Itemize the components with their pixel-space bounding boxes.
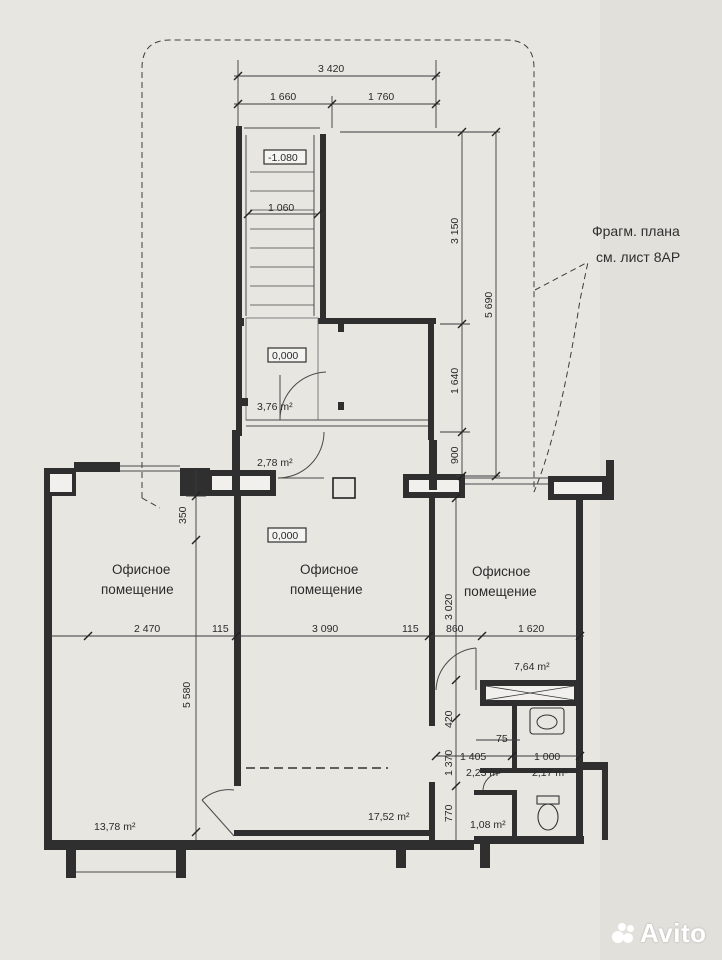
- avito-watermark: Avito: [612, 918, 707, 949]
- dim-right-office-height: 3 020: [443, 594, 455, 620]
- dim-right-lower: 900: [449, 446, 461, 464]
- area-closet: 1,08 m²: [470, 819, 506, 831]
- dim-v-75: 75: [496, 733, 508, 745]
- dim-row-2470: 2 470: [134, 623, 160, 635]
- note-line-1: Фрагм. плана: [592, 223, 680, 239]
- fragment-boundary: [141, 39, 589, 498]
- stair-block: [236, 126, 436, 479]
- dim-row-860: 860: [446, 623, 464, 635]
- dim-right-total: 5 690: [483, 292, 495, 318]
- sink-icon: [529, 707, 565, 735]
- room-label-office-right: Офисное: [472, 564, 530, 579]
- dim-right-upper: 3 150: [449, 218, 461, 244]
- dim-v-770: 770: [443, 804, 455, 822]
- area-wc: 2,17 m²: [532, 767, 568, 779]
- level-stair-top: -1.080: [268, 152, 298, 164]
- note-line-2: см. лист 8АР: [596, 249, 680, 265]
- area-office-left: 13,78 m²: [94, 821, 136, 833]
- area-vestibule: 2,78 m²: [257, 457, 293, 469]
- level-landing: 0,000: [272, 350, 298, 362]
- dim-wall-offset: 350: [177, 506, 189, 524]
- dim-row-3090: 3 090: [312, 623, 338, 635]
- dimension-ticks: [83, 71, 585, 837]
- area-office-middle: 17,52 m²: [368, 811, 410, 823]
- dim-office-height: 5 580: [181, 682, 193, 708]
- room-label-office-middle: Офисное: [300, 562, 358, 577]
- dim-top-total: 3 420: [318, 63, 344, 75]
- dim-v-1370: 1 370: [443, 750, 455, 776]
- avito-logo-icon: [612, 922, 636, 946]
- area-corridor: 2,23 m²: [466, 767, 502, 779]
- area-stair-landing: 3,76 m²: [257, 401, 293, 413]
- dim-h-1405: 1 405: [460, 751, 486, 763]
- walls: [44, 430, 614, 878]
- toilet-icon: [536, 795, 560, 831]
- level-office: 0,000: [272, 530, 298, 542]
- dim-top-left: 1 660: [270, 91, 296, 103]
- dim-row-115a: 115: [212, 623, 229, 635]
- dim-top-right: 1 760: [368, 91, 394, 103]
- avito-wordmark: Avito: [640, 918, 707, 948]
- area-office-right: 7,64 m²: [514, 661, 550, 673]
- room-label-office-right-2: помещение: [464, 584, 537, 599]
- dim-v-420: 420: [443, 710, 455, 728]
- dim-h-1000: 1 000: [534, 751, 560, 763]
- dimension-lines: [50, 60, 584, 840]
- dim-row-1620: 1 620: [518, 623, 544, 635]
- room-label-office-left: Офисное: [112, 562, 170, 577]
- dim-stair-width: 1 060: [268, 202, 294, 214]
- dim-right-middle: 1 640: [449, 368, 461, 394]
- dim-row-115b: 115: [402, 623, 419, 635]
- room-label-office-left-2: помещение: [101, 582, 174, 597]
- stair-steps: [250, 171, 314, 306]
- room-label-office-middle-2: помещение: [290, 582, 363, 597]
- doors: [201, 647, 501, 837]
